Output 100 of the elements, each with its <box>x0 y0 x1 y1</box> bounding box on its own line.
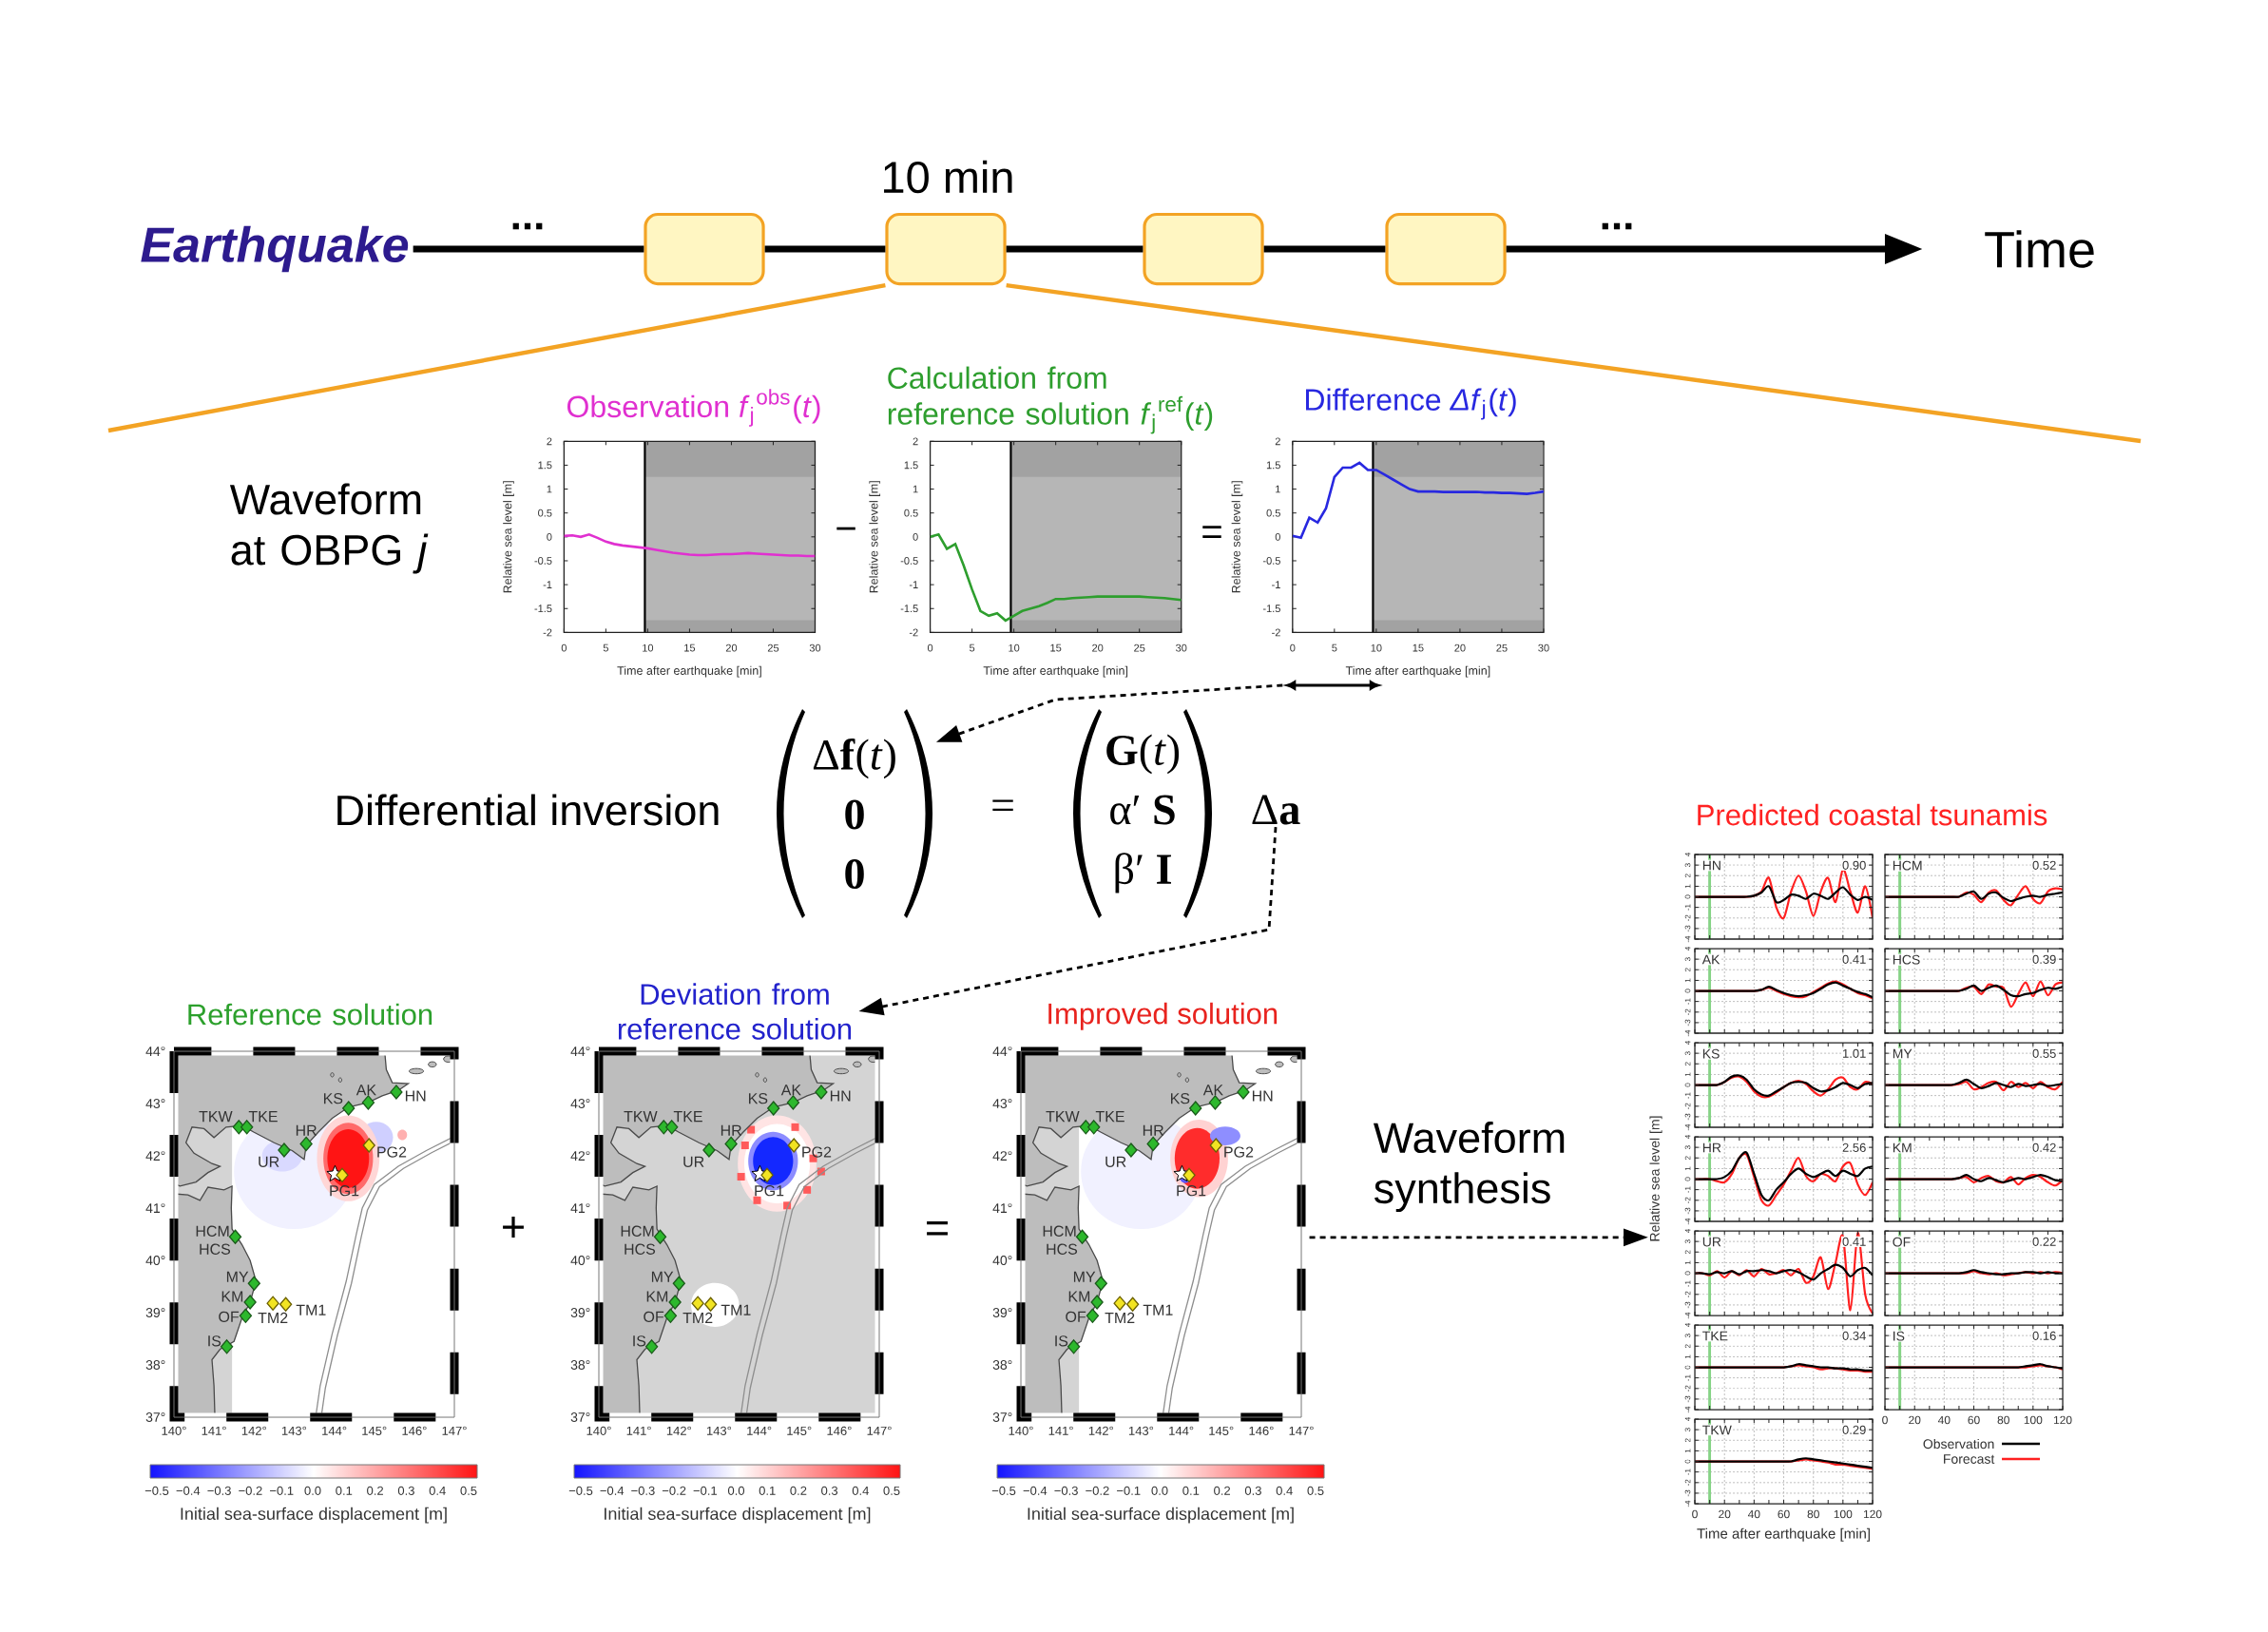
edge-label: Waveform synthesis <box>1371 1120 1586 1215</box>
x-tick-label: 0 <box>1290 643 1296 652</box>
value-label: 0.29 <box>1841 1424 1868 1435</box>
y-tick-label: 1.5 <box>538 461 552 470</box>
y-tick-label: -1 <box>1272 581 1280 588</box>
y-tick-label: 2 <box>1275 437 1280 446</box>
tick-label: 80 <box>1997 1415 2009 1425</box>
y-tick-label: 0 <box>913 532 918 541</box>
tick-label: 0 <box>1692 1509 1698 1519</box>
longitude-label: 147° <box>867 1426 892 1435</box>
operator-sign: = <box>992 799 1013 811</box>
x-tick-label: 30 <box>1538 643 1549 652</box>
panel-label: UR <box>1701 1236 1722 1248</box>
latitude-label: 37° <box>570 1412 590 1422</box>
colorbar-tick-label: −0.5 <box>991 1486 1016 1495</box>
panel-label: KM <box>1891 1142 1913 1154</box>
colorbar-tick-label: 0.1 <box>336 1486 353 1495</box>
y-tick-label: -0.5 <box>900 557 918 565</box>
y-tick-label: 0 <box>1275 532 1280 541</box>
panel-title: Improved solution <box>1048 1002 1278 1030</box>
colorbar-tick-label: −0.3 <box>1054 1486 1078 1495</box>
x-tick-label: 10 <box>643 643 654 652</box>
latitude-label: 44° <box>145 1046 165 1056</box>
y-tick-label: -1 <box>909 581 918 588</box>
latitude-label: 44° <box>570 1046 590 1056</box>
x-tick-label: 10 <box>1009 643 1020 652</box>
value-label: 2.56 <box>1841 1142 1868 1153</box>
longitude-label: 147° <box>1289 1426 1314 1435</box>
axis-title: Initial sea-surface displacement [m] <box>1028 1507 1294 1524</box>
colorbar-tick-label: −0.2 <box>662 1486 686 1495</box>
tick-label: 20 <box>1909 1415 1921 1425</box>
x-tick-label: 10 <box>1371 643 1382 652</box>
row-label: Differential inversion <box>337 794 719 826</box>
colorbar-tick-label: 0.4 <box>1276 1486 1293 1495</box>
y-tick-label: 1.5 <box>1266 461 1280 470</box>
y-axis-title: Relative sea level [m] <box>1231 481 1243 593</box>
node-label: 0 <box>845 799 864 830</box>
ellipsis: ... <box>1602 222 1632 230</box>
colorbar-tick-label: 0.1 <box>1182 1486 1200 1495</box>
x-tick-label: 30 <box>809 643 821 652</box>
y-tick-label: -2 <box>543 628 552 637</box>
colorbar-tick-label: 0.3 <box>397 1486 414 1495</box>
duration-label: 10 min <box>884 160 1012 194</box>
x-tick-label: 0 <box>561 643 567 652</box>
y-tick-label: 2 <box>913 437 918 446</box>
y-tick-label: 0.5 <box>1266 509 1280 517</box>
tick-label: 120 <box>2053 1415 2072 1425</box>
axis-title: Initial sea-surface displacement [m] <box>605 1507 871 1524</box>
axis-title: Relative sea level [m] <box>1649 1116 1663 1241</box>
y-tick-label: 1 <box>1276 485 1280 493</box>
operator-sign: = <box>927 1221 948 1236</box>
tick-label: 60 <box>1968 1415 1980 1425</box>
legend-label: Observation <box>1923 1438 1994 1450</box>
panel-label: HCS <box>1891 953 1922 966</box>
tick-label: 100 <box>2024 1415 2043 1425</box>
latitude-label: 37° <box>145 1412 165 1422</box>
y-tick-label: -1 <box>543 581 552 588</box>
panel-label: TKE <box>1701 1330 1729 1342</box>
longitude-label: 140° <box>1009 1426 1033 1435</box>
latitude-label: 44° <box>992 1046 1012 1056</box>
y-axis-title: Relative sea level [m] <box>503 481 514 593</box>
value-label: 0.39 <box>2031 953 2058 965</box>
colorbar-tick-label: 0.5 <box>1307 1486 1324 1495</box>
colorbar-tick-label: 0.0 <box>727 1486 745 1495</box>
colorbar-tick-label: −0.1 <box>270 1486 294 1495</box>
y-tick-label: 2 <box>547 437 552 446</box>
panel-label: OF <box>1891 1236 1912 1248</box>
colorbar-tick-label: 0.4 <box>429 1486 446 1495</box>
latitude-label: 37° <box>992 1412 1012 1422</box>
y-axis-title: Relative sea level [m] <box>869 481 881 593</box>
axis-title: Initial sea-surface displacement [m] <box>181 1507 447 1524</box>
y-tick-label: 0.5 <box>538 509 552 517</box>
node-label: α′ S <box>1110 795 1175 825</box>
x-tick-label: 30 <box>1176 643 1187 652</box>
y-tick-label: 1.5 <box>904 461 918 470</box>
x-tick-label: 0 <box>927 643 933 652</box>
colorbar-tick-label: −0.2 <box>1086 1486 1109 1495</box>
x-axis-title: Time after earthquake [min] <box>1345 665 1490 678</box>
x-tick-label: 15 <box>1413 643 1424 652</box>
colorbar-tick-label: −0.5 <box>568 1486 593 1495</box>
node-label: Δf(t) <box>813 738 895 779</box>
value-label: 1.01 <box>1841 1047 1868 1059</box>
x-tick-label: 25 <box>767 643 779 652</box>
y-tick-label: -1.5 <box>1262 605 1280 613</box>
panel-title: Deviation from reference solution <box>618 983 852 1040</box>
x-tick-label: 25 <box>1134 643 1145 652</box>
tick-label: 0 <box>1882 1415 1888 1425</box>
x-tick-label: 25 <box>1496 643 1508 652</box>
colorbar-tick-label: −0.4 <box>1023 1486 1048 1495</box>
colorbar-tick-label: 0.0 <box>304 1486 321 1495</box>
panel-label: KS <box>1701 1047 1721 1060</box>
panel-label: MY <box>1891 1047 1913 1060</box>
panel-label: TKW <box>1701 1424 1733 1436</box>
colorbar-tick-label: 0.5 <box>460 1486 477 1495</box>
y-tick-label: -1.5 <box>534 605 552 613</box>
tick-label: -4 <box>1684 1500 1691 1507</box>
x-tick-label: 5 <box>603 643 608 652</box>
y-tick-label: 0.5 <box>904 509 918 517</box>
row-label: Waveform at OBPG j <box>229 483 429 574</box>
axis-title: Time after earthquake [min] <box>1697 1527 1870 1542</box>
